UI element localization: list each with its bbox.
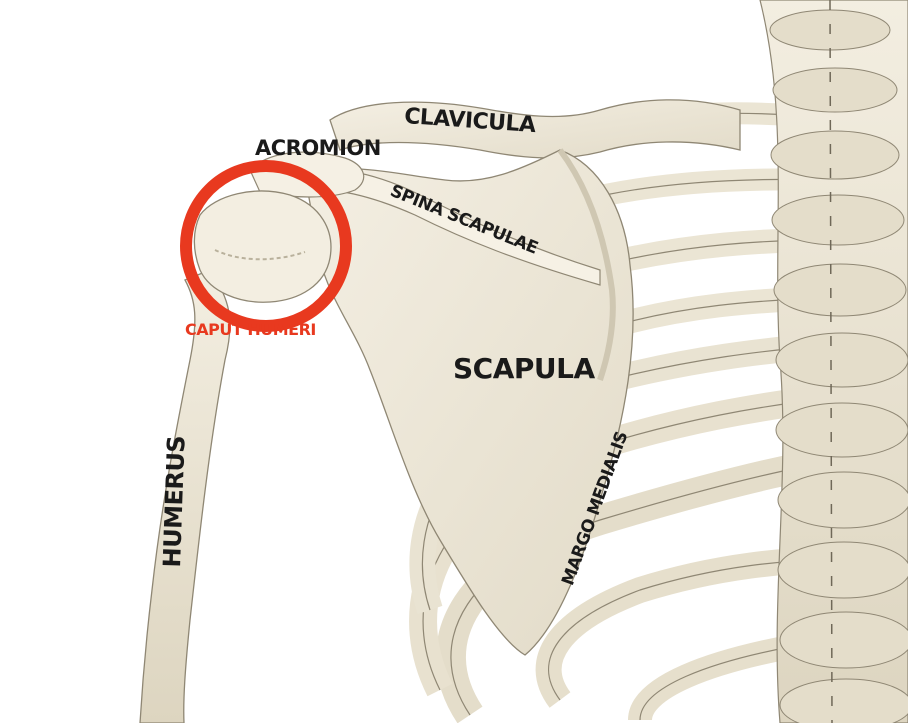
label-caput-humeri: CAPUT HUMERI — [185, 322, 316, 338]
spine — [760, 0, 908, 723]
label-acromion: ACROMION — [255, 138, 381, 159]
label-scapula: SCAPULA — [453, 355, 595, 383]
humeral-head — [194, 191, 331, 302]
label-humerus: HUMERUS — [160, 435, 189, 567]
